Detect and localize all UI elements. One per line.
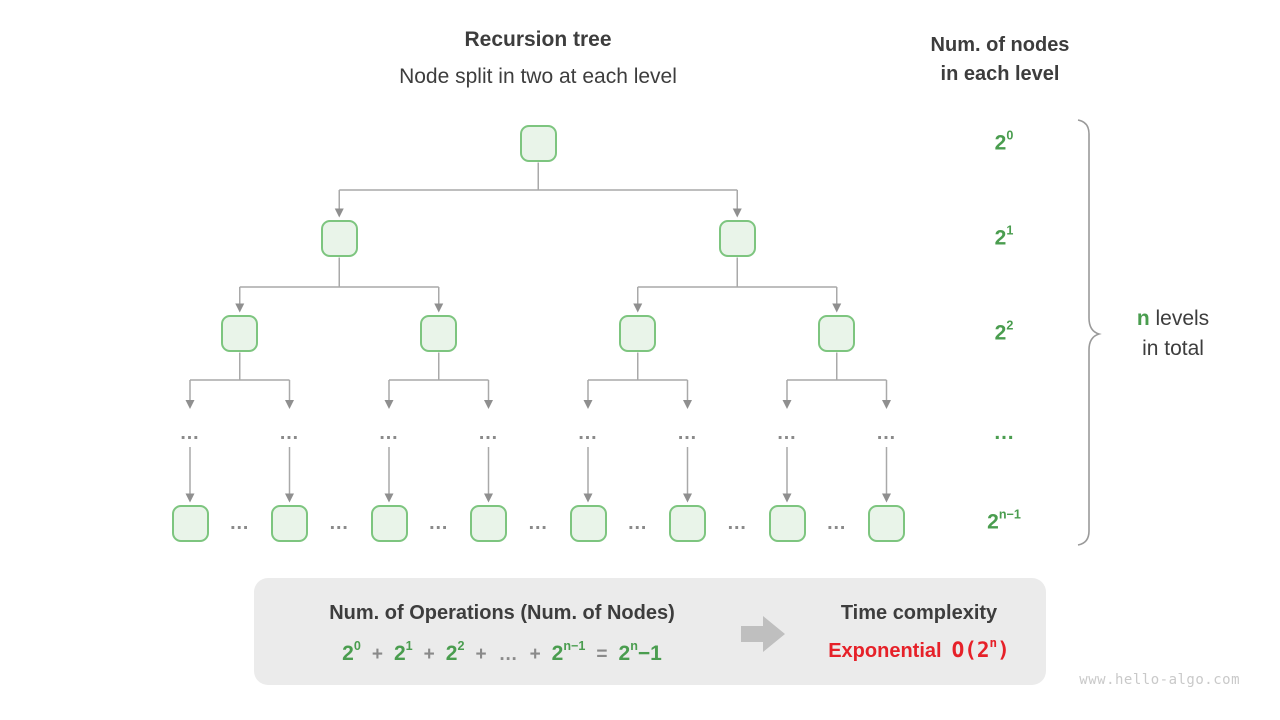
tree-title: Recursion tree (464, 28, 612, 51)
ellipsis-text: … (179, 422, 201, 444)
ellipsis-text: … (279, 422, 300, 444)
formula-token: 21 (393, 639, 413, 665)
complexity-block: Time complexity Exponential O(2n) (804, 601, 1034, 663)
tree-subtitle: Node split in two at each level (399, 65, 677, 88)
tree-node (271, 504, 308, 542)
level-count-label: 2n−1 (987, 507, 1021, 534)
operations-block: Num. of Operations (Num. of Nodes) 20 +21… (282, 601, 722, 667)
levels-total-caption: n levels in total (1108, 304, 1238, 364)
tree-node (171, 504, 209, 542)
formula-token: + (371, 644, 383, 665)
levels-total-n: n (1136, 307, 1150, 330)
tree-node (619, 314, 657, 352)
tree-node (868, 504, 905, 542)
ellipsis-text: … (627, 512, 649, 534)
complexity-name: Exponential (828, 640, 942, 662)
level-count-label: … (993, 421, 1015, 444)
ellipsis-text: … (328, 512, 350, 534)
levels-total-line2: in total (1142, 337, 1204, 360)
formula-token: + (423, 644, 435, 665)
ellipsis-text: … (378, 422, 400, 444)
tree-node (470, 504, 507, 542)
formula-token: 2n−1 (551, 639, 586, 665)
tree-node (669, 504, 706, 542)
ellipsis-text: … (577, 422, 599, 444)
tree-heading: Recursion tree Node split in two at each… (288, 28, 788, 89)
ellipsis-text: … (726, 512, 748, 534)
tree-node (768, 504, 806, 542)
ellipsis-text: … (677, 422, 698, 444)
formula-token: … (498, 644, 518, 665)
levels-total-rest: levels (1149, 307, 1210, 330)
tree-node (320, 219, 358, 257)
complexity-title: Time complexity (840, 602, 998, 624)
formula-token: + (529, 644, 541, 665)
levels-total-line1: n levels (1108, 304, 1238, 334)
tree-node (370, 504, 408, 542)
tree-node (569, 504, 607, 542)
tree-node (221, 314, 259, 352)
ellipsis-text: … (229, 512, 251, 534)
ellipsis-text: … (876, 422, 897, 444)
operations-title: Num. of Operations (Num. of Nodes) (329, 602, 675, 624)
formula-token: + (475, 644, 487, 665)
level-count-heading-line1: Num. of nodes (930, 34, 1070, 56)
right-block-arrow-icon (741, 616, 785, 652)
watermark: www.hello-algo.com (1079, 672, 1240, 688)
tree-node (519, 124, 557, 162)
formula-token: 22 (445, 639, 465, 665)
formula-token: = (596, 644, 608, 665)
tree-node (818, 314, 856, 352)
ellipsis-text: … (776, 422, 798, 444)
ellipsis-text: … (478, 422, 499, 444)
level-count-heading: Num. of nodes in each level (895, 31, 1105, 89)
level-count-label: 21 (994, 223, 1014, 250)
summary-box: Num. of Operations (Num. of Nodes) 20 +21… (254, 578, 1046, 685)
tree-node (420, 314, 458, 352)
ellipsis-text: … (527, 512, 549, 534)
complexity-value: Exponential O(2n) (804, 635, 1034, 663)
formula-token: 2n−1 (618, 639, 662, 665)
level-count-label: 22 (994, 318, 1014, 345)
operations-formula: 20 +21 +22 + … +2n−1 = 2n−1 (282, 636, 722, 667)
level-count-label: 20 (994, 128, 1014, 155)
levels-brace (1077, 119, 1102, 546)
level-count-heading-line2: in each level (940, 63, 1060, 85)
ellipsis-text: … (826, 512, 848, 534)
complexity-bigo: O(2n) (951, 635, 1010, 662)
tree-node (718, 219, 756, 257)
ellipsis-text: … (428, 512, 450, 534)
formula-token: 20 (342, 639, 361, 665)
